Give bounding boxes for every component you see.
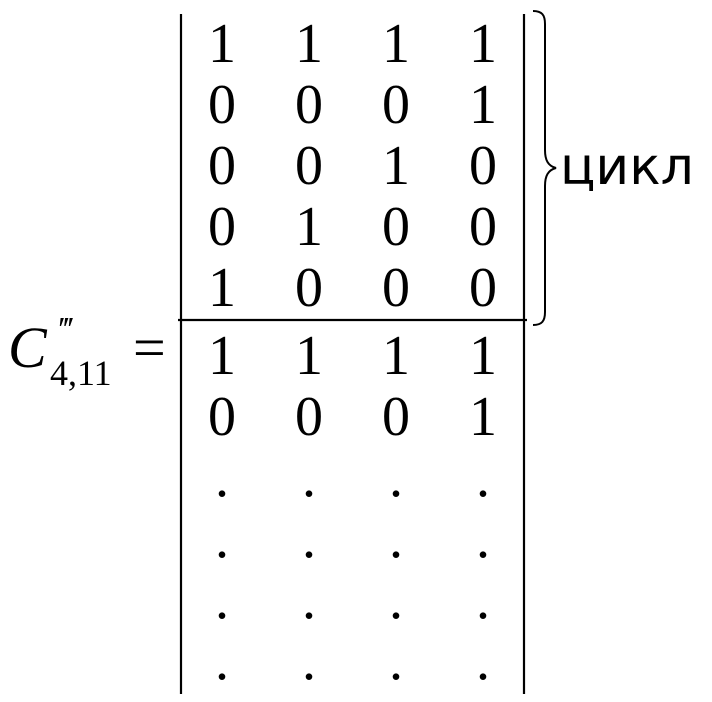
matrix-cell: 1 [469,74,497,136]
ellipsis-dot: . [476,630,490,692]
matrix-cell: 1 [382,325,410,387]
matrix-cell: 0 [382,196,410,258]
matrix-cell: 1 [469,13,497,75]
lhs-superscript: ‴ [57,311,73,348]
ellipsis-dot: . [476,569,490,631]
ellipsis-dot: . [302,508,316,570]
ellipsis-dot: . [476,508,490,570]
matrix-cell: 0 [382,74,410,136]
ellipsis-dot: . [215,569,229,631]
cycle-label: цикл [560,137,694,197]
matrix-cell: 1 [382,13,410,75]
ellipsis-dot: . [215,630,229,692]
ellipsis-dot: . [389,447,403,509]
matrix-cell: 1 [295,196,323,258]
matrix-cell: 1 [208,257,236,319]
matrix-cell: 1 [295,325,323,387]
matrix-cell: 1 [208,13,236,75]
matrix-cell: 0 [469,135,497,197]
matrix-cell: 1 [208,325,236,387]
ellipsis-dot: . [302,447,316,509]
matrix-cell: 0 [208,74,236,136]
lhs-symbol: C [8,315,48,380]
matrix-cell: 0 [208,196,236,258]
matrix-cell: 0 [295,135,323,197]
matrix-cell: 0 [208,386,236,448]
matrix-cell: 0 [382,257,410,319]
ellipsis-dot: . [302,630,316,692]
lhs-expression: C ‴ 4,11 = [8,311,166,393]
matrix-cell: 0 [295,257,323,319]
matrix-cell: 1 [382,135,410,197]
matrix-cell: 1 [469,386,497,448]
matrix-cell: 0 [295,386,323,448]
matrix-cell: 0 [469,257,497,319]
ellipsis-dot: . [215,447,229,509]
matrix-cell: 0 [208,135,236,197]
ellipsis-dot: . [389,508,403,570]
ellipsis-dot: . [389,569,403,631]
lhs-subscript: 4,11 [50,353,112,393]
matrix-cell: 1 [295,13,323,75]
ellipsis-dot: . [476,447,490,509]
ellipsis-dot: . [389,630,403,692]
ellipsis-dot: . [215,508,229,570]
ellipsis-dot: . [302,569,316,631]
matrix-cell: 0 [382,386,410,448]
matrix-cell: 0 [295,74,323,136]
equals-sign: = [133,315,166,380]
matrix-cell: 1 [469,325,497,387]
curly-brace [532,10,557,326]
matrix-cell: 0 [469,196,497,258]
